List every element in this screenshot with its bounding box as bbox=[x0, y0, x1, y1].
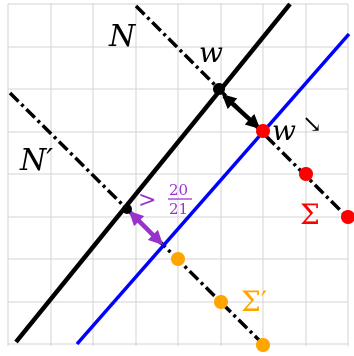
red-point-3 bbox=[341, 210, 354, 224]
label-w-arrow: w bbox=[272, 114, 296, 147]
red-point-1 bbox=[256, 124, 270, 138]
purple-double-arrow bbox=[128, 210, 164, 246]
label-N-prime: N′ bbox=[19, 143, 53, 178]
label-N: N bbox=[108, 19, 137, 54]
orange-point-3 bbox=[256, 338, 270, 352]
intersection-point-w bbox=[213, 83, 225, 95]
label-sigma-prime: Σ′ bbox=[241, 285, 267, 318]
label-frac-denominator: 21 bbox=[169, 200, 188, 218]
red-point-2 bbox=[299, 167, 313, 181]
grid bbox=[7, 3, 349, 346]
intersection-point-nprime bbox=[122, 204, 132, 214]
label-w-top: w bbox=[199, 36, 223, 69]
black-line bbox=[14, 2, 292, 344]
black-double-arrow bbox=[221, 94, 261, 129]
label-sigma: Σ bbox=[300, 198, 320, 231]
blue-line bbox=[75, 32, 351, 346]
arrow-southeast-icon: ↘ bbox=[302, 110, 322, 138]
label-frac-numerator: 20 bbox=[169, 181, 188, 199]
orange-point-2 bbox=[214, 295, 228, 309]
label-greater-than: > bbox=[138, 188, 156, 213]
orange-point-1 bbox=[171, 252, 185, 266]
